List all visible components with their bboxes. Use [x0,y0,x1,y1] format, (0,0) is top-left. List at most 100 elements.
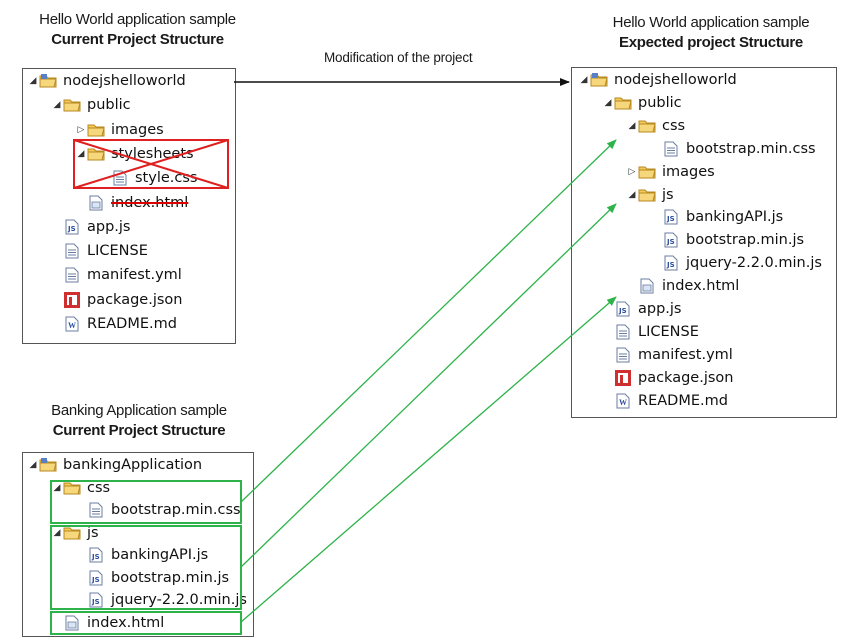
tree-item[interactable]: package.json [602,367,733,389]
tree-item[interactable]: ◢ js [626,184,674,206]
svg-text:W: W [68,321,76,330]
text-file-icon [614,346,632,364]
word-file-icon: W [63,315,81,333]
tree-item-label: images [662,163,715,180]
tree-item-label: css [662,117,686,134]
svg-text:JS: JS [666,261,675,269]
tree-item-label: LICENSE [87,243,148,260]
caption-subtitle: Current Project Structure [52,422,226,439]
collapse-arrow-icon[interactable]: ▷ [628,166,636,177]
tree-item[interactable]: ◢ css [51,477,111,499]
tree-item[interactable]: ◢ public [51,94,131,116]
tree-item-label: bootstrap.min.css [111,502,241,518]
tree-item-label: js [662,186,674,203]
word-file-icon: W [614,392,632,410]
tree-item[interactable]: JS bootstrap.min.js [650,229,804,251]
expand-arrow-icon[interactable]: ◢ [628,189,636,200]
expand-arrow-icon[interactable]: ◢ [53,482,61,493]
expand-arrow-icon[interactable]: ◢ [77,148,85,159]
caption-title: Hello World application sample [612,14,810,31]
expand-arrow-icon[interactable]: ◢ [53,527,61,538]
text-file-icon [662,140,680,158]
svg-text:JS: JS [91,598,100,606]
project-folder-icon [590,71,608,89]
tree-item-label: index.html [111,194,189,211]
tree-item-label: app.js [638,301,682,317]
tree-item[interactable]: manifest.yml [51,264,182,286]
tree-item-label: nodejshelloworld [614,72,737,88]
tree-item-label: package.json [87,291,183,308]
folder-icon [87,121,105,139]
tree-item-label: css [87,479,111,496]
expand-arrow-icon[interactable]: ◢ [628,120,636,131]
tree-item[interactable]: index.html [626,275,739,297]
tree-item[interactable]: ◢ js [51,522,99,544]
tree-item-label: bankingAPI.js [111,547,209,563]
caption-subtitle: Current Project Structure [51,31,224,48]
collapse-arrow-icon[interactable]: ▷ [77,124,85,135]
tree-item[interactable]: JS app.js [602,298,682,320]
tree-item-label: README.md [638,392,728,409]
index-highlight-box [50,611,242,635]
js-highlight-box [50,525,242,610]
tree-item[interactable]: ◢ bankingApplication [27,454,203,476]
tree-item[interactable]: index.html [75,192,188,214]
css-move-arrow [240,139,617,503]
removed-cross [73,139,229,189]
expand-arrow-icon[interactable]: ◢ [580,75,588,85]
tree-item[interactable]: LICENSE [51,240,148,262]
tree-item-label: index.html [662,278,740,295]
html-file-icon [87,194,105,212]
folder-icon [63,524,81,542]
js-file-icon: JS [87,546,105,564]
tree-item-label: bootstrap.min.js [686,232,805,249]
expand-arrow-icon[interactable]: ◢ [53,100,61,111]
folder-icon [87,145,105,163]
tree-item[interactable]: package.json [51,289,182,311]
svg-text:JS: JS [666,215,675,223]
tree-item-label: nodejshelloworld [63,73,186,89]
hello-current-caption: Hello World application sample Current P… [0,10,275,50]
tree-item-label: bankingAPI.js [686,209,784,226]
tree-item[interactable]: ◢ nodejshelloworld [27,70,186,92]
tree-item-label: public [87,97,131,114]
tree-item[interactable]: LICENSE [602,321,699,343]
tree-item-label: bootstrap.min.css [686,140,816,157]
js-file-icon: JS [614,300,632,318]
tree-item[interactable]: ▷ images [626,161,715,183]
html-file-icon [63,614,81,632]
tree-item[interactable]: ◢public [602,92,682,114]
tree-item[interactable]: ◢ css [626,115,686,137]
tree-item-label: js [87,524,99,541]
folder-icon [638,186,656,204]
svg-text:JS: JS [666,238,675,246]
tree-item[interactable]: index.html [51,612,164,634]
tree-item[interactable]: bootstrap.min.css [650,138,816,160]
tree-item[interactable]: manifest.yml [602,344,733,366]
tree-item[interactable]: JS bankingAPI.js [75,544,208,566]
tree-item[interactable]: W README.md [602,390,728,412]
expand-arrow-icon[interactable]: ◢ [29,460,37,470]
tree-item[interactable]: ▷images [75,119,164,141]
folder-icon [63,96,81,114]
npm-package-icon [63,291,81,309]
tree-item[interactable]: JS bankingAPI.js [650,206,783,228]
js-file-icon: JS [662,254,680,272]
tree-item[interactable]: ◢ nodejshelloworld [578,69,737,91]
svg-text:JS: JS [91,553,100,561]
caption-subtitle: Expected project Structure [619,34,803,51]
expand-arrow-icon[interactable]: ◢ [29,76,37,86]
js-file-icon: JS [87,591,105,609]
tree-item-label: package.json [638,369,734,386]
tree-item[interactable]: bootstrap.min.css [75,499,241,521]
js-file-icon: JS [662,231,680,249]
expand-arrow-icon[interactable]: ◢ [604,97,612,108]
tree-item-label: bankingApplication [63,457,203,473]
